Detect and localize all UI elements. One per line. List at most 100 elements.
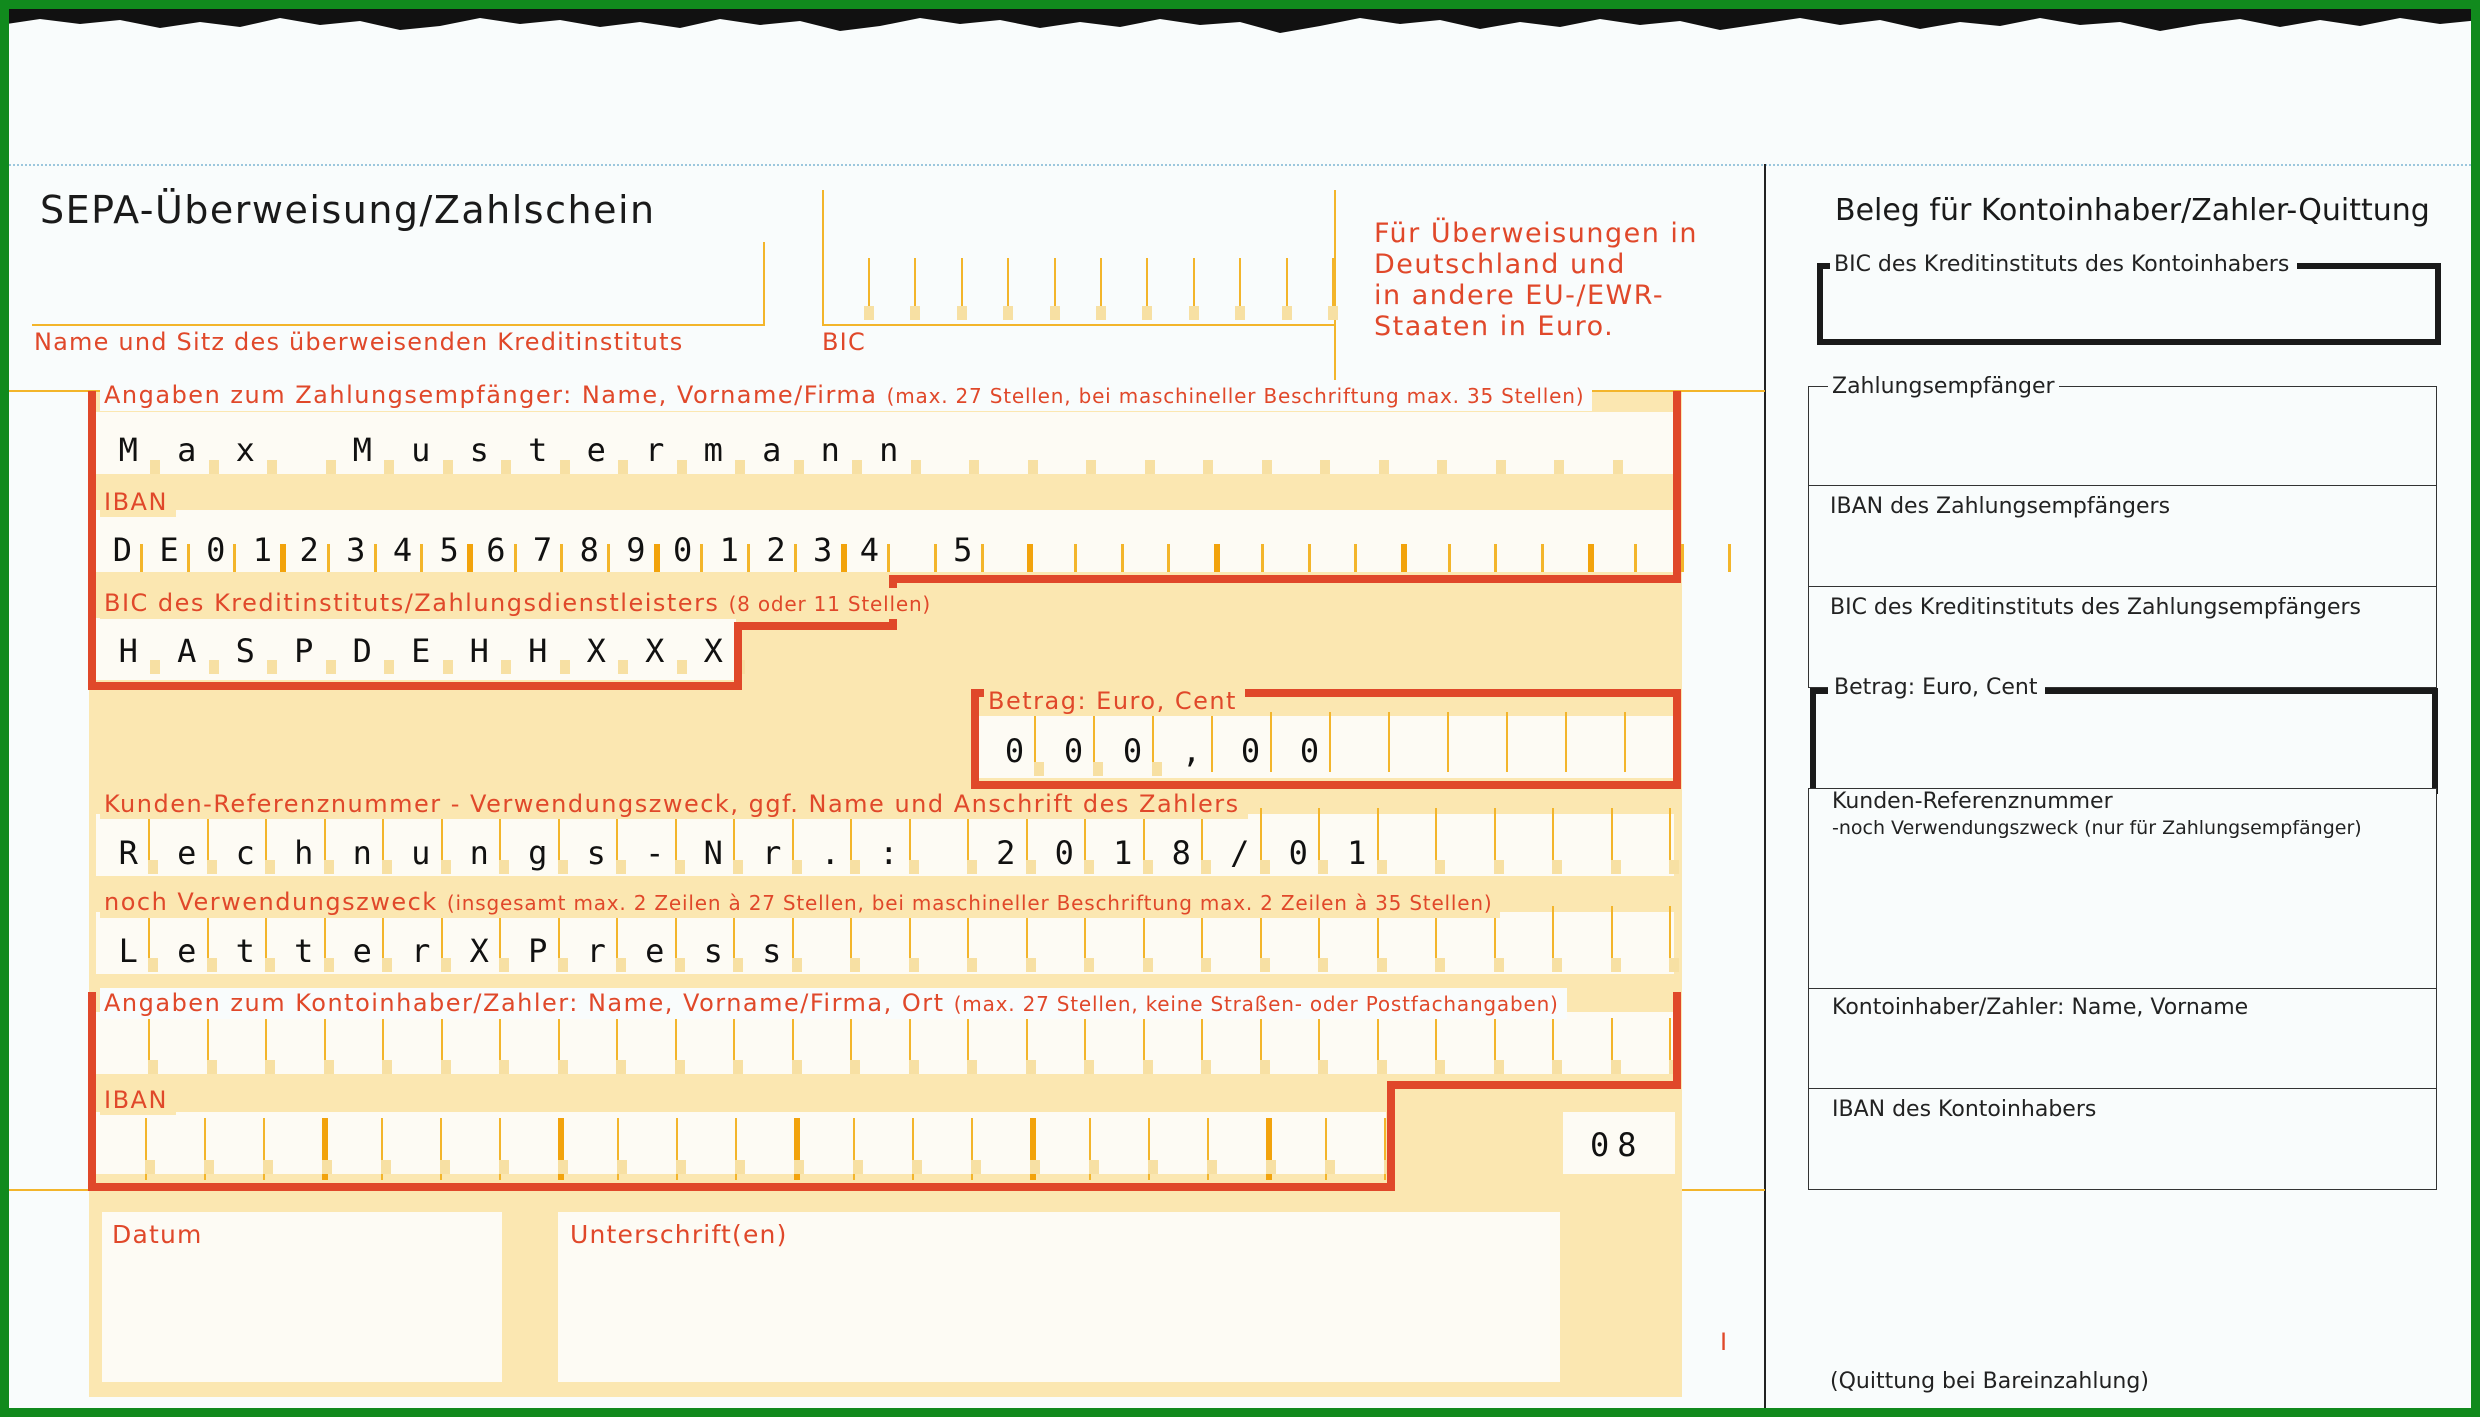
- perforation-line: [9, 164, 2471, 166]
- cell-tick: [1493, 860, 1504, 874]
- cell-tick: [440, 1160, 450, 1174]
- receipt-payer-label: Kontoinhaber/Zahler: Name, Vorname: [1832, 995, 2249, 1020]
- euro-notice: Für Überweisungen in Deutschland und in …: [1374, 218, 1698, 342]
- character-cell: e: [177, 834, 197, 872]
- signature-field[interactable]: [558, 1212, 1560, 1382]
- cell-tick: [617, 1118, 619, 1180]
- cell-tick: [1259, 860, 1270, 874]
- cell-tick: [794, 1160, 804, 1174]
- cell-tick: [148, 1018, 150, 1074]
- cell-tick: [674, 808, 677, 864]
- cell-tick: [1329, 712, 1331, 772]
- amount-row[interactable]: [976, 716, 1674, 778]
- cell-tick: [1552, 958, 1562, 972]
- cell-tick: [265, 906, 267, 962]
- character-cell: e: [352, 932, 372, 970]
- cell-tick: [1493, 958, 1504, 972]
- cell-tick: [381, 1160, 391, 1174]
- iban-row[interactable]: [96, 510, 1674, 572]
- cell-tick: [1030, 1118, 1036, 1180]
- character-cell: X: [469, 932, 489, 970]
- cell-tick: [1285, 258, 1288, 318]
- cell-tick: [1376, 808, 1379, 864]
- cell-tick: [700, 544, 704, 572]
- cell-tick: [267, 660, 277, 674]
- euro-notice-line: in andere EU-/EWR-: [1374, 280, 1665, 311]
- cell-tick: [1552, 906, 1554, 962]
- bic-header-end: [1334, 190, 1336, 380]
- cell-tick: [1201, 1060, 1211, 1074]
- cell-tick: [1235, 306, 1246, 320]
- cell-tick: [735, 1160, 745, 1174]
- cell-tick: [323, 808, 326, 864]
- cell-tick: [148, 1060, 158, 1074]
- cell-tick: [1146, 258, 1149, 318]
- reference-row[interactable]: [96, 814, 1674, 876]
- receipt-reference-box[interactable]: [1808, 788, 2437, 990]
- cell-tick: [850, 906, 852, 962]
- cell-tick: [616, 958, 626, 972]
- cell-tick: [1089, 1118, 1091, 1180]
- cell-tick: [1025, 1060, 1036, 1074]
- cell-tick: [440, 958, 451, 972]
- cell-tick: [440, 1018, 443, 1074]
- cell-tick: [1610, 1060, 1621, 1074]
- cell-tick: [960, 258, 963, 318]
- receipt-iban-holder-box[interactable]: [1808, 1088, 2437, 1190]
- cell-tick: [1325, 1160, 1335, 1174]
- cell-tick: [1188, 306, 1199, 320]
- cell-tick: [1669, 1018, 1671, 1074]
- character-cell: S: [235, 632, 255, 670]
- character-cell: c: [235, 834, 255, 872]
- cell-tick: [1328, 306, 1338, 320]
- character-cell: e: [645, 932, 665, 970]
- cell-tick: [442, 660, 453, 674]
- payee-row[interactable]: [96, 412, 1674, 474]
- receipt-iban-payee-box[interactable]: [1808, 485, 2437, 588]
- cell-tick: [1192, 258, 1195, 318]
- cell-tick: [1435, 906, 1437, 962]
- cell-tick: [1086, 460, 1096, 474]
- cell-tick: [440, 860, 451, 874]
- character-cell: 0: [1063, 732, 1084, 770]
- cell-tick: [933, 544, 937, 572]
- character-cell: 2: [996, 834, 1016, 872]
- bank-field-end: [763, 242, 765, 326]
- cell-tick: [265, 958, 275, 972]
- character-cell: s: [762, 932, 782, 970]
- bic-row[interactable]: [96, 618, 736, 680]
- cell-tick: [1259, 1018, 1262, 1074]
- receipt-bic-payee-box[interactable]: [1808, 586, 2437, 688]
- cell-tick: [1506, 712, 1508, 772]
- cell-tick: [1388, 712, 1390, 772]
- character-cell: 3: [813, 531, 833, 569]
- cell-tick: [265, 1018, 267, 1074]
- cell-tick: [559, 660, 570, 674]
- character-cell: m: [703, 431, 723, 469]
- cell-tick: [265, 860, 275, 874]
- cell-tick: [1034, 712, 1036, 772]
- cell-tick: [326, 544, 330, 572]
- payer-row[interactable]: [96, 1012, 1674, 1074]
- cell-tick: [967, 958, 977, 972]
- character-cell: 1: [1347, 834, 1367, 872]
- cell-tick: [616, 1060, 626, 1074]
- cell-tick: [908, 808, 911, 864]
- cell-tick: [1307, 544, 1311, 572]
- cell-tick: [323, 1060, 334, 1074]
- purpose-row[interactable]: [96, 912, 1674, 974]
- cell-tick: [980, 544, 984, 572]
- cell-tick: [1610, 906, 1613, 962]
- cell-tick: [1025, 1018, 1028, 1074]
- cell-tick: [1318, 808, 1320, 864]
- date-field[interactable]: [102, 1212, 502, 1382]
- cell-tick: [1207, 1160, 1217, 1174]
- cell-tick: [381, 1118, 383, 1180]
- character-cell: 2: [766, 531, 786, 569]
- character-cell: 0: [1299, 732, 1320, 770]
- date-label: Datum: [112, 1220, 203, 1249]
- receipt-payer-box[interactable]: [1808, 988, 2437, 1090]
